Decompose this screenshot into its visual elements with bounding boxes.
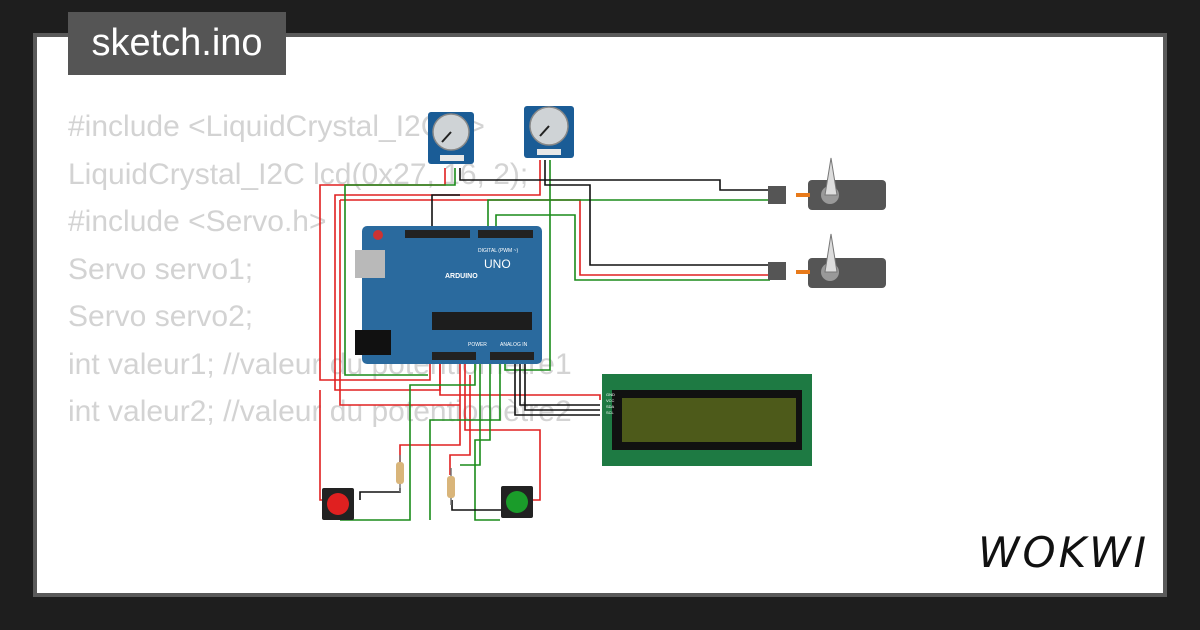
code-line: Servo servo1; (68, 252, 254, 286)
potentiometer-2[interactable] (524, 106, 574, 158)
resistor-1 (396, 455, 404, 492)
lcd-pin-gnd: GND (606, 392, 615, 397)
arduino-model-label: UNO (484, 257, 511, 271)
green-wires (340, 160, 770, 521)
servo-motor-2[interactable] (768, 233, 886, 288)
potentiometer-1[interactable] (428, 112, 474, 164)
wokwi-logo: WOKWI (978, 528, 1150, 577)
black-wires (359, 160, 770, 511)
code-line: #include <Servo.h> (68, 205, 327, 238)
arduino-uno-board[interactable]: DIGITAL (PWM ~) ARDUINO UNO POWER ANALOG… (355, 226, 542, 364)
lcd-pin-scl: SCL (606, 410, 615, 415)
green-pushbutton[interactable] (501, 486, 533, 518)
resistor-2 (447, 468, 455, 505)
red-pushbutton[interactable] (322, 488, 354, 520)
digital-header-label: DIGITAL (PWM ~) (478, 248, 518, 254)
analog-header-label: ANALOG IN (500, 342, 528, 348)
file-tab[interactable]: sketch.ino (68, 12, 286, 75)
servo-motor-1[interactable] (768, 157, 886, 210)
lcd-pin-sda: SDA (606, 404, 615, 409)
code-line: LiquidCrystal_I2C lcd(0x27, 16, 2); (68, 157, 529, 191)
code-line: Servo servo2; (68, 300, 254, 333)
power-header-label: POWER (468, 342, 487, 348)
arduino-brand-label: ARDUINO (445, 273, 478, 280)
code-line: int valeur2; //valeur du potentiomètre2 (68, 395, 572, 428)
lcd-display[interactable]: GND VCC SDA SCL (602, 374, 812, 466)
lcd-pin-vcc: VCC (606, 398, 615, 403)
